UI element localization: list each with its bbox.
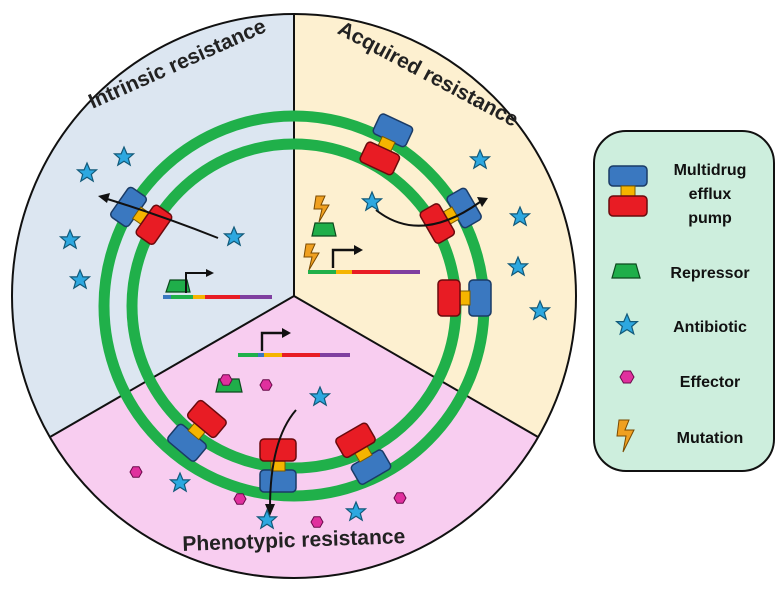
sector-dividers (49, 14, 539, 438)
legend-label-effector: Effector (680, 374, 740, 391)
antibiotic-star-icon (614, 312, 640, 336)
legend-label-antibiotic: Antibiotic (673, 319, 747, 336)
efflux-arrows (103, 197, 481, 509)
legend-label-efflux-pump-line2: efflux (689, 186, 732, 203)
legend-item-efflux-pump: Multidrug efflux pump (608, 162, 747, 227)
efflux-pump-bottom-left (167, 399, 227, 462)
legend-label-efflux-pump-line3: pump (688, 210, 732, 227)
promoter-arrow (185, 272, 206, 293)
efflux-pump-acquired-right (437, 279, 492, 317)
efflux-pump-intrinsic (110, 186, 173, 245)
antibiotic-star-icon (168, 471, 192, 493)
mutation-bolt-1 (313, 195, 330, 223)
effectors (129, 374, 407, 528)
repressor-acquired (311, 222, 337, 237)
legend-item-repressor: Repressor (611, 263, 750, 282)
antibiotic-star-icon (58, 228, 82, 250)
antibiotic-star-icon (344, 500, 368, 522)
antibiotic-star-icon (68, 268, 92, 290)
gene-construct-phenotypic (238, 328, 350, 357)
cell-outline (11, 13, 577, 579)
legend: Multidrug efflux pump Repressor Antibiot… (593, 130, 775, 472)
antibiotics (58, 145, 552, 530)
gene-construct-acquired (308, 245, 420, 274)
legend-label-efflux-pump-line1: Multidrug (674, 162, 747, 179)
antibiotic-star-icon (468, 148, 492, 170)
legend-label-repressor: Repressor (670, 265, 749, 282)
legend-label-mutation: Mutation (677, 430, 744, 447)
antibiotic-star-icon (508, 205, 532, 227)
efflux-pump-top (359, 113, 414, 176)
antibiotic-star-icon (360, 190, 384, 212)
efflux-pump-icon (608, 165, 648, 217)
effector-hexagon-icon (310, 516, 324, 528)
efflux-pump-bottom-right (335, 422, 392, 485)
sector-background (12, 14, 576, 578)
antibiotic-star-icon (222, 225, 246, 247)
phenotypic-sector (12, 296, 576, 578)
effector-hexagon-icon (393, 492, 407, 504)
promoter-arrow (331, 248, 354, 268)
effector-hexagon-icon (259, 379, 273, 391)
effector-hexagon-icon (233, 493, 247, 505)
effector-hexagon-icon (219, 374, 233, 386)
legend-item-effector: Effector (619, 370, 740, 391)
effector-hexagon-icon (129, 466, 143, 478)
antibiotic-star-icon (75, 161, 99, 183)
antibiotic-star-icon (112, 145, 136, 167)
legend-item-antibiotic: Antibiotic (614, 312, 747, 336)
antibiotic-star-icon (506, 255, 530, 277)
gene-construct-intrinsic (163, 269, 272, 299)
efflux-pump-bottom-center (259, 438, 297, 493)
antibiotic-star-icon (308, 385, 332, 407)
antibiotic-star-icon (255, 508, 279, 530)
mutation-bolt-2 (303, 243, 320, 271)
antibiotic-star-icon (528, 299, 552, 321)
legend-item-mutation: Mutation (616, 419, 744, 453)
repressor-icon (611, 263, 641, 279)
mutation-bolt-icon (616, 419, 635, 453)
promoter-arrow (260, 331, 282, 351)
effector-hexagon-icon (619, 370, 635, 384)
